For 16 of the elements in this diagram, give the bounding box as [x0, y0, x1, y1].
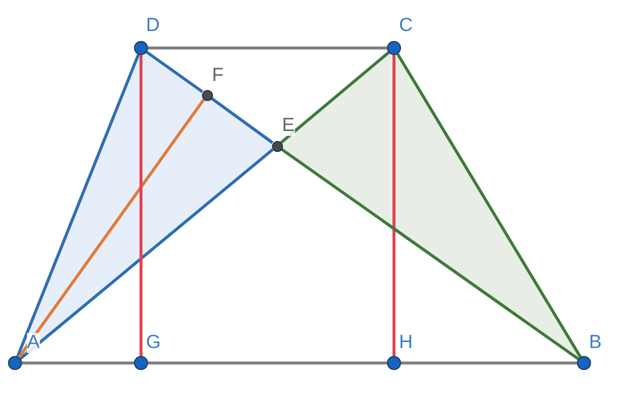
point-label: E [282, 116, 295, 136]
line-segment [16, 54, 140, 358]
line-segment [148, 362, 387, 364]
line-segment [140, 55, 142, 356]
line-segment [392, 55, 396, 356]
line-segment [280, 51, 390, 144]
line-segment [396, 53, 582, 358]
line-segment [210, 97, 274, 144]
line-segment [22, 362, 134, 364]
line-segment [19, 148, 274, 360]
line-segment [401, 362, 577, 364]
point-label: A [27, 333, 40, 353]
line-segment [18, 98, 206, 358]
line-segment [148, 46, 387, 50]
line-segment [146, 50, 204, 94]
line-segment [280, 148, 580, 360]
